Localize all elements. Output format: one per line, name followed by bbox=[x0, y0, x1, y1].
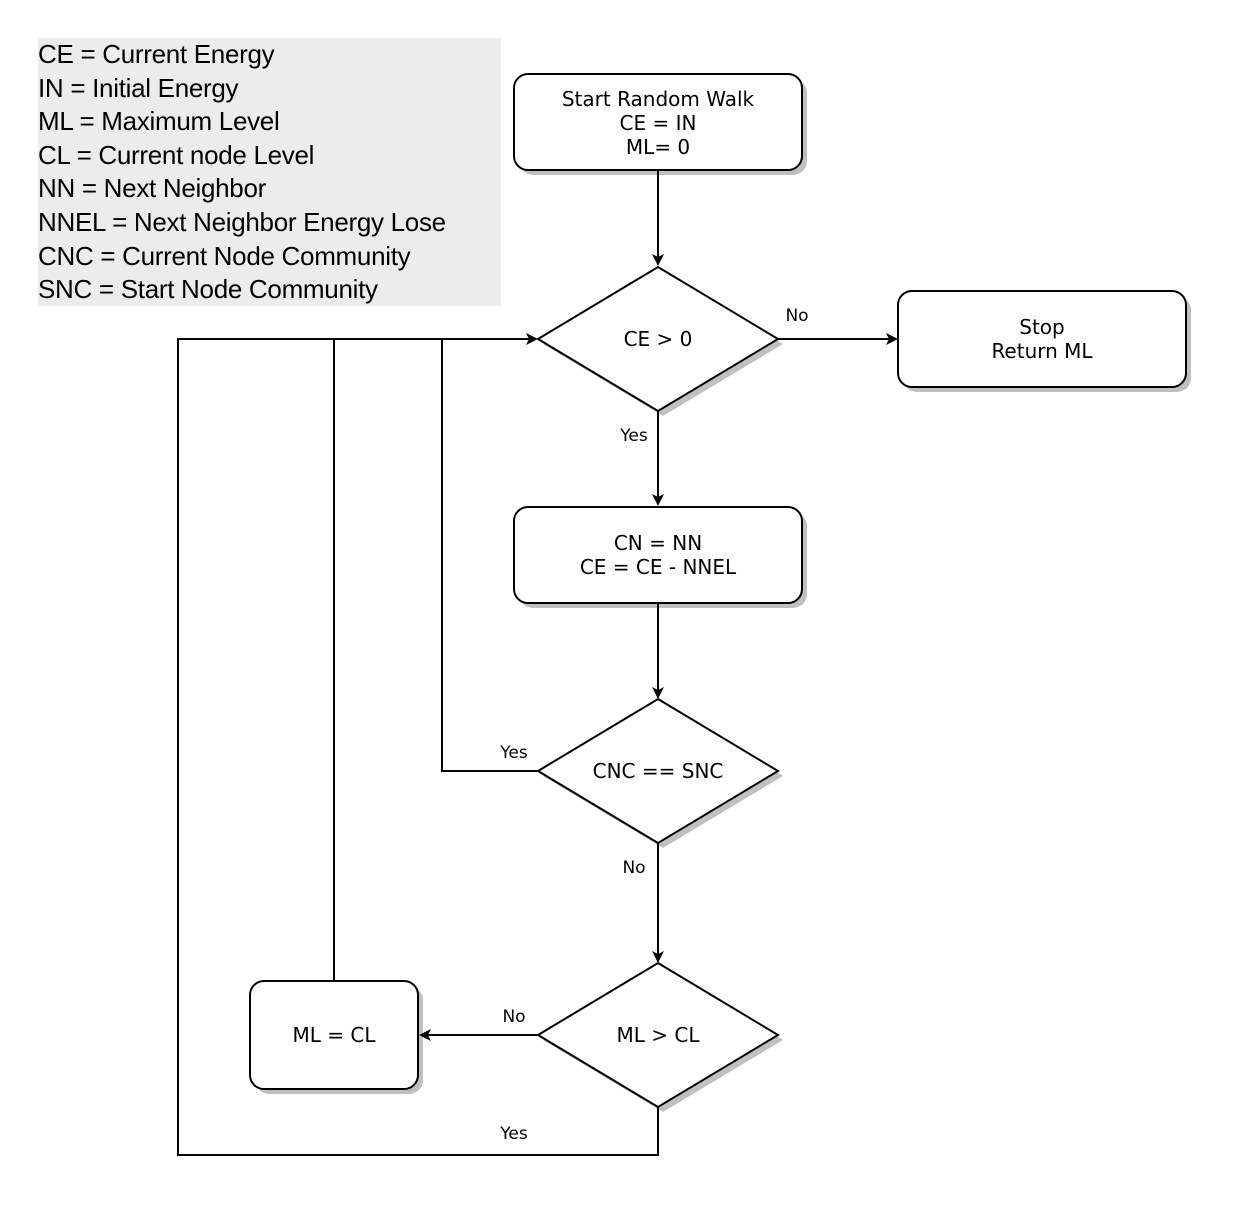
edge-update-loop bbox=[333, 338, 442, 980]
node-community-check-label: CNC == SNC bbox=[593, 759, 724, 783]
legend-line: SNC = Start Node Community bbox=[38, 274, 378, 305]
connectors bbox=[177, 170, 898, 1156]
legend-line: CE = Current Energy bbox=[38, 39, 275, 69]
node-stop-line2: Return ML bbox=[991, 339, 1093, 363]
node-energy-check: CE > 0 bbox=[536, 265, 780, 413]
node-stop-line1: Stop bbox=[1019, 315, 1064, 339]
legend-box: CE = Current Energy IN = Initial Energy … bbox=[38, 38, 501, 306]
node-energy-check-label: CE > 0 bbox=[624, 327, 693, 351]
edge-label-level-yes: Yes bbox=[499, 1124, 528, 1144]
node-level-check: ML > CL bbox=[536, 961, 780, 1109]
node-start: Start Random Walk CE = IN ML= 0 bbox=[513, 73, 803, 171]
edge-label-energy-no: No bbox=[785, 306, 808, 326]
node-level-check-label: ML > CL bbox=[617, 1023, 701, 1047]
node-move-line2: CE = CE - NNEL bbox=[580, 555, 737, 579]
node-start-line1: Start Random Walk bbox=[562, 87, 755, 111]
legend-line: NN = Next Neighbor bbox=[38, 173, 266, 204]
legend-line: CNC = Current Node Community bbox=[38, 240, 411, 271]
node-update-level-label: ML = CL bbox=[293, 1023, 377, 1047]
legend-line: NNEL = Next Neighbor Energy Lose bbox=[38, 206, 446, 237]
node-move-line1: CN = NN bbox=[614, 531, 702, 555]
legend-line: ML = Maximum Level bbox=[38, 106, 280, 137]
legend-line: IN = Initial Energy bbox=[38, 72, 239, 103]
edge-labels: No Yes Yes No No Yes bbox=[499, 306, 808, 1144]
node-stop: Stop Return ML bbox=[897, 290, 1187, 388]
node-start-line3: ML= 0 bbox=[626, 135, 690, 159]
edge-label-level-no: No bbox=[502, 1007, 525, 1027]
node-start-line2: CE = IN bbox=[620, 111, 697, 135]
edge-label-energy-yes: Yes bbox=[619, 426, 648, 446]
edge-level-yes-loop bbox=[177, 338, 659, 1156]
edge-label-community-no: No bbox=[622, 858, 645, 878]
node-community-check: CNC == SNC bbox=[536, 697, 780, 845]
node-update-level: ML = CL bbox=[249, 980, 419, 1090]
legend-line: CL = Current node Level bbox=[38, 139, 315, 170]
node-move: CN = NN CE = CE - NNEL bbox=[513, 506, 803, 604]
edge-label-community-yes: Yes bbox=[499, 743, 528, 763]
